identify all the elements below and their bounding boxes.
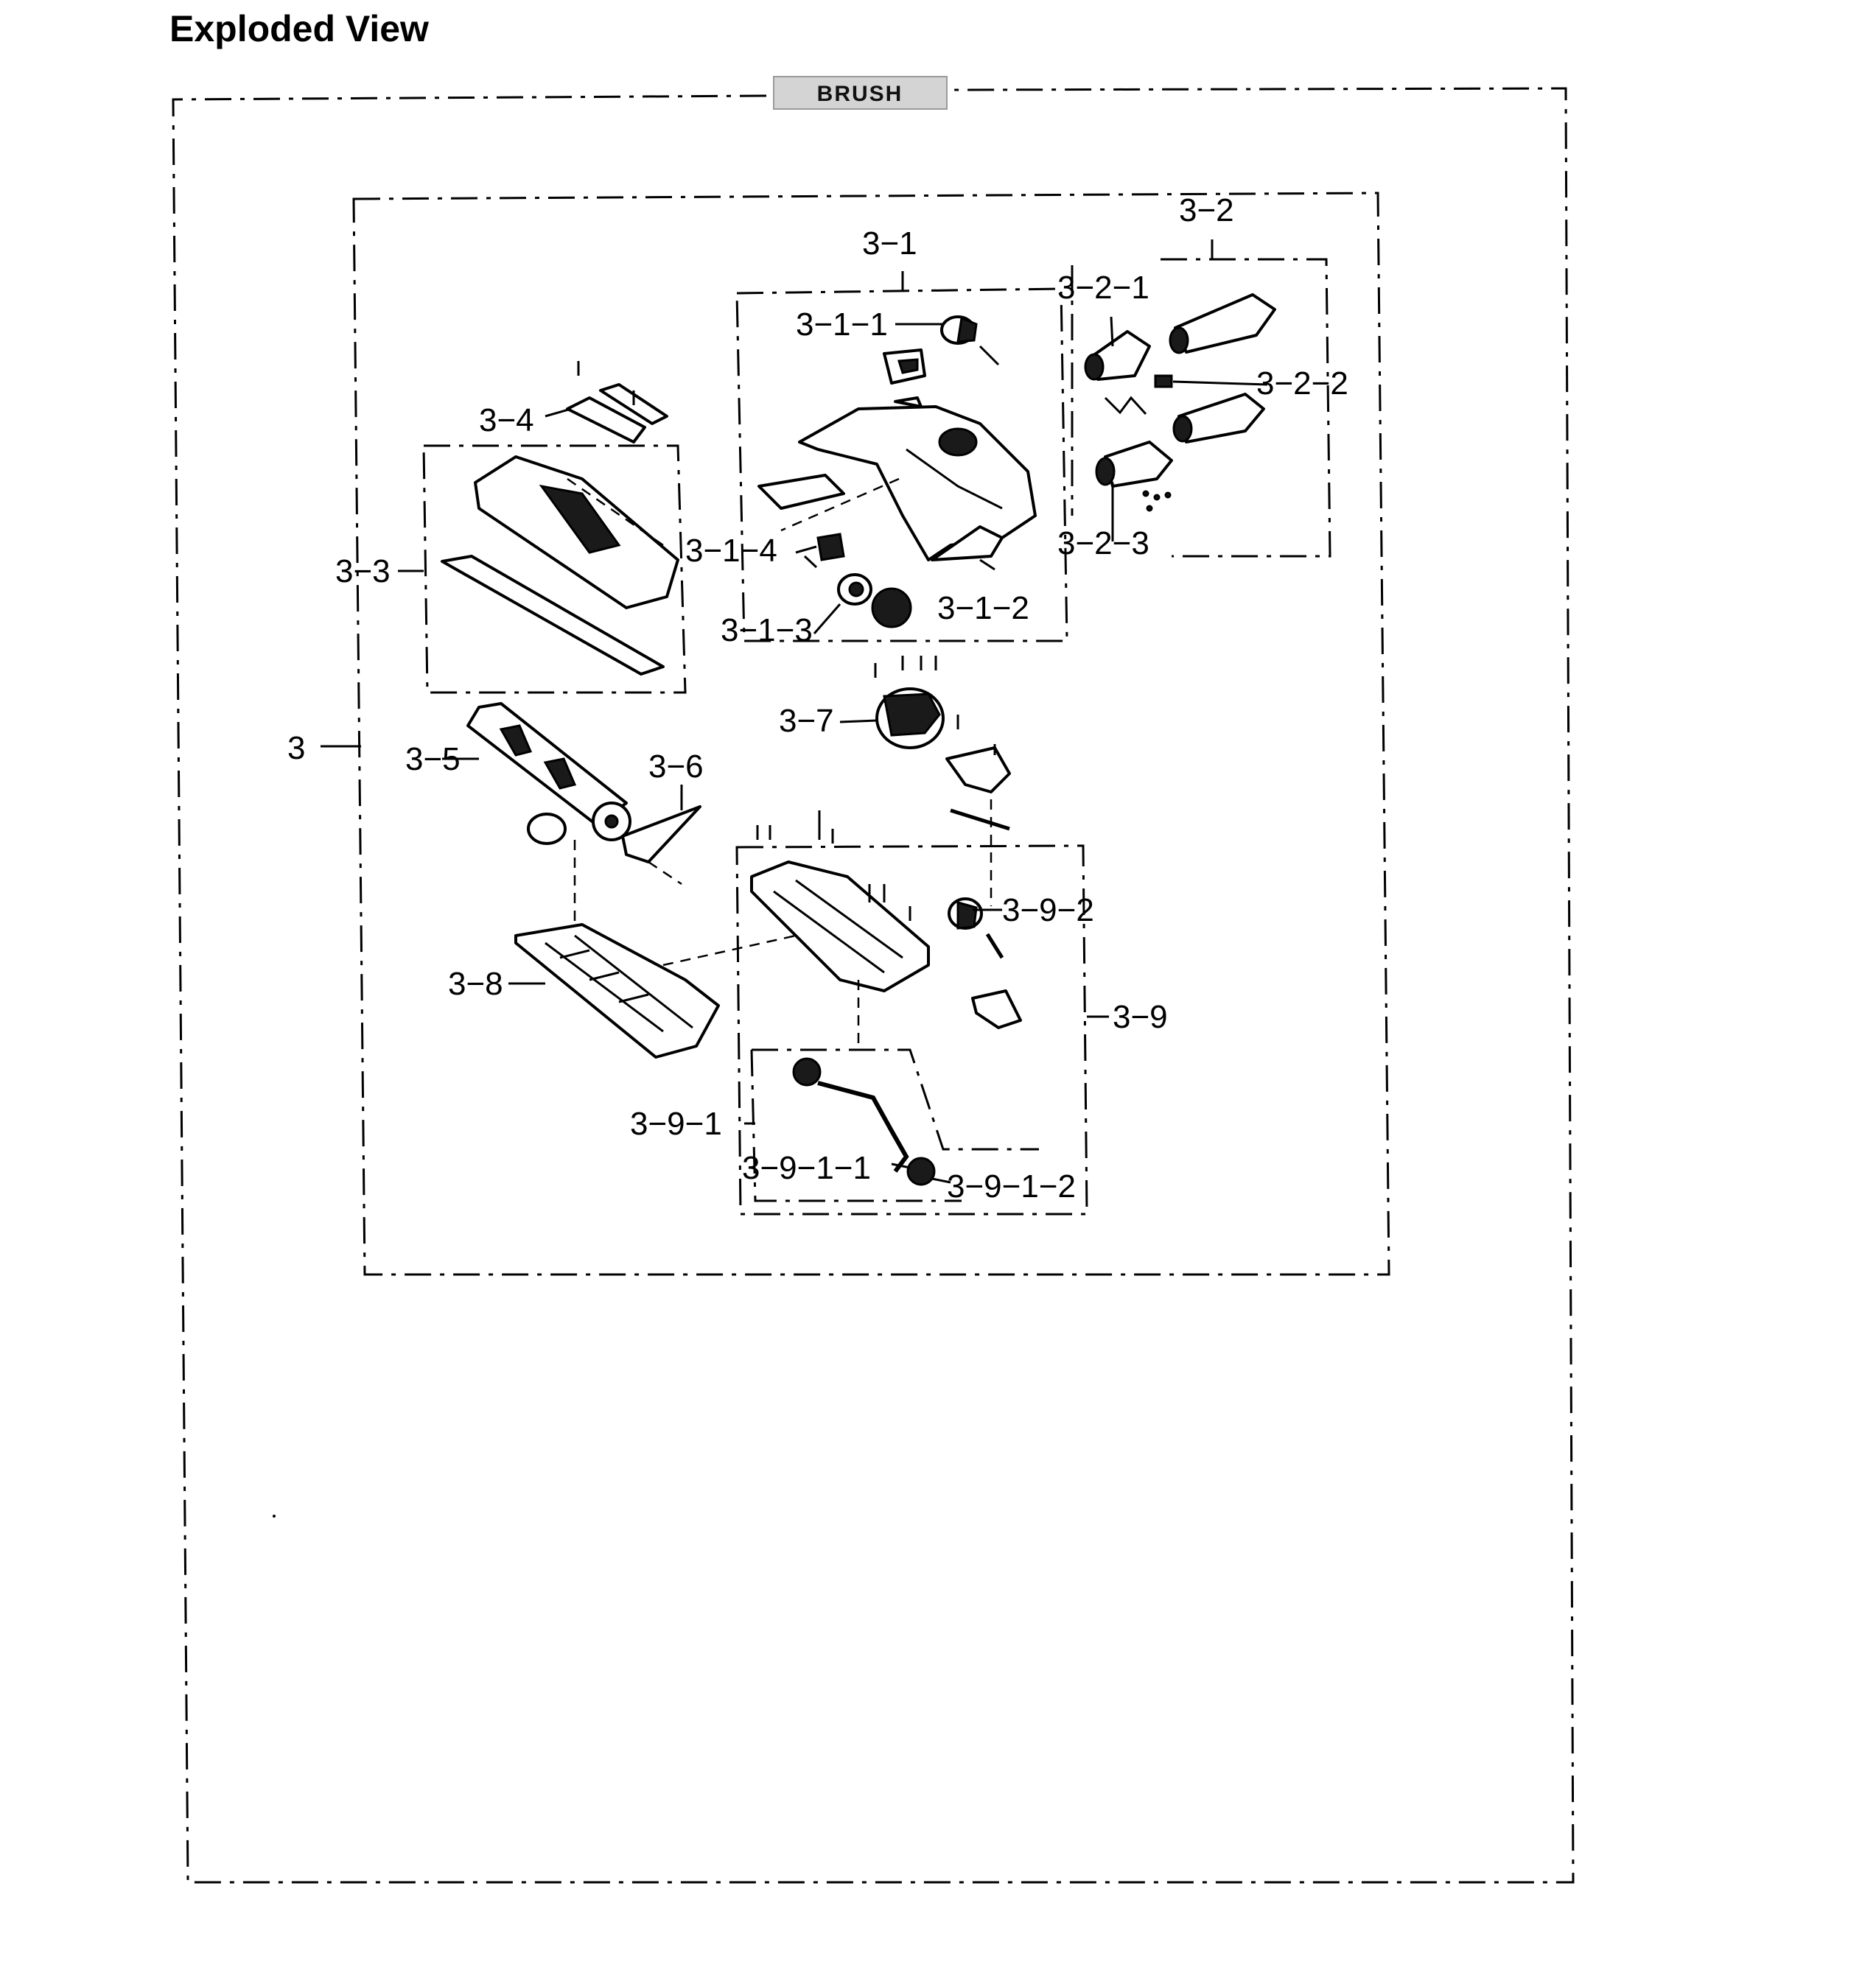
part-3-2-1-joint [1084,293,1276,381]
label-3-9-1-2: 3−9−1−2 [947,1168,1076,1205]
label-3-6: 3−6 [648,748,704,785]
label-3-1: 3−1 [862,225,917,262]
part-3-5-brush-roll [466,702,631,845]
leader-lines [321,316,1268,1184]
assembly-3-1-frame [735,271,1068,642]
part-3-6-belt [621,805,701,863]
stray-dot [273,1515,276,1518]
part-3-9-frame-body [750,810,930,992]
label-3-2-3: 3−2−3 [1057,525,1149,561]
part-3-8-base-plate [514,923,720,1059]
label-3-4: 3−4 [479,402,534,438]
label-3-3: 3−3 [335,553,391,589]
part-3-2-2-pin [1104,374,1173,416]
label-3-8: 3−8 [448,966,503,1002]
label-3-1-2: 3−1−2 [937,590,1029,626]
brush-badge: BRUSH [773,76,948,110]
label-3-5: 3−5 [405,741,461,777]
part-3-2-3-neck [1095,393,1265,512]
assembly-3-2-frame [1071,239,1331,558]
assembly-3-frame [352,192,1390,1276]
assembly-3-9-frame [735,844,1088,1216]
part-3-1-1-bushing [940,315,1000,366]
page-title: Exploded View [169,8,429,49]
part-3-9-1-axle [792,1057,936,1186]
part-3-1-clip [883,348,926,408]
part-3-1-4-switch [803,533,845,569]
part-3-1-housing [798,405,1037,561]
label-3-1-4: 3−1−4 [685,533,777,569]
label-3-7: 3−7 [779,703,834,739]
label-3-9-2: 3−9−2 [1002,892,1094,928]
label-3-9-1-1: 3−9−1−1 [742,1150,871,1186]
label-3-2: 3−2 [1179,192,1234,228]
label-3: 3 [287,730,305,766]
brush-frame [172,87,1575,1884]
part-3-1-3-gear [837,573,912,628]
label-3-2-1: 3−2−1 [1057,270,1149,306]
part-3-7-motor [874,656,1011,831]
part-3-9-2-roller [948,897,1022,1029]
label-3-1-1: 3−1−1 [796,306,888,343]
label-3-1-3: 3−1−3 [721,612,813,648]
assembly-3-3-frame [422,444,687,694]
assembly-3-9-1-frame [750,1048,1039,1202]
callout-labels: 3 3−1 3−1−1 3−1−2 3−1−3 3−1−4 3−2 3−2−1 … [287,192,1348,1205]
part-3-1-label-plate [757,474,845,510]
part-3-4-bracket [566,361,668,443]
label-3-9: 3−9 [1113,999,1168,1035]
badge-label: BRUSH [817,82,903,106]
label-3-9-1: 3−9−1 [630,1106,722,1142]
part-3-3-cover [441,455,679,676]
label-3-2-2: 3−2−2 [1256,365,1348,402]
assembly-guides [567,477,993,1046]
